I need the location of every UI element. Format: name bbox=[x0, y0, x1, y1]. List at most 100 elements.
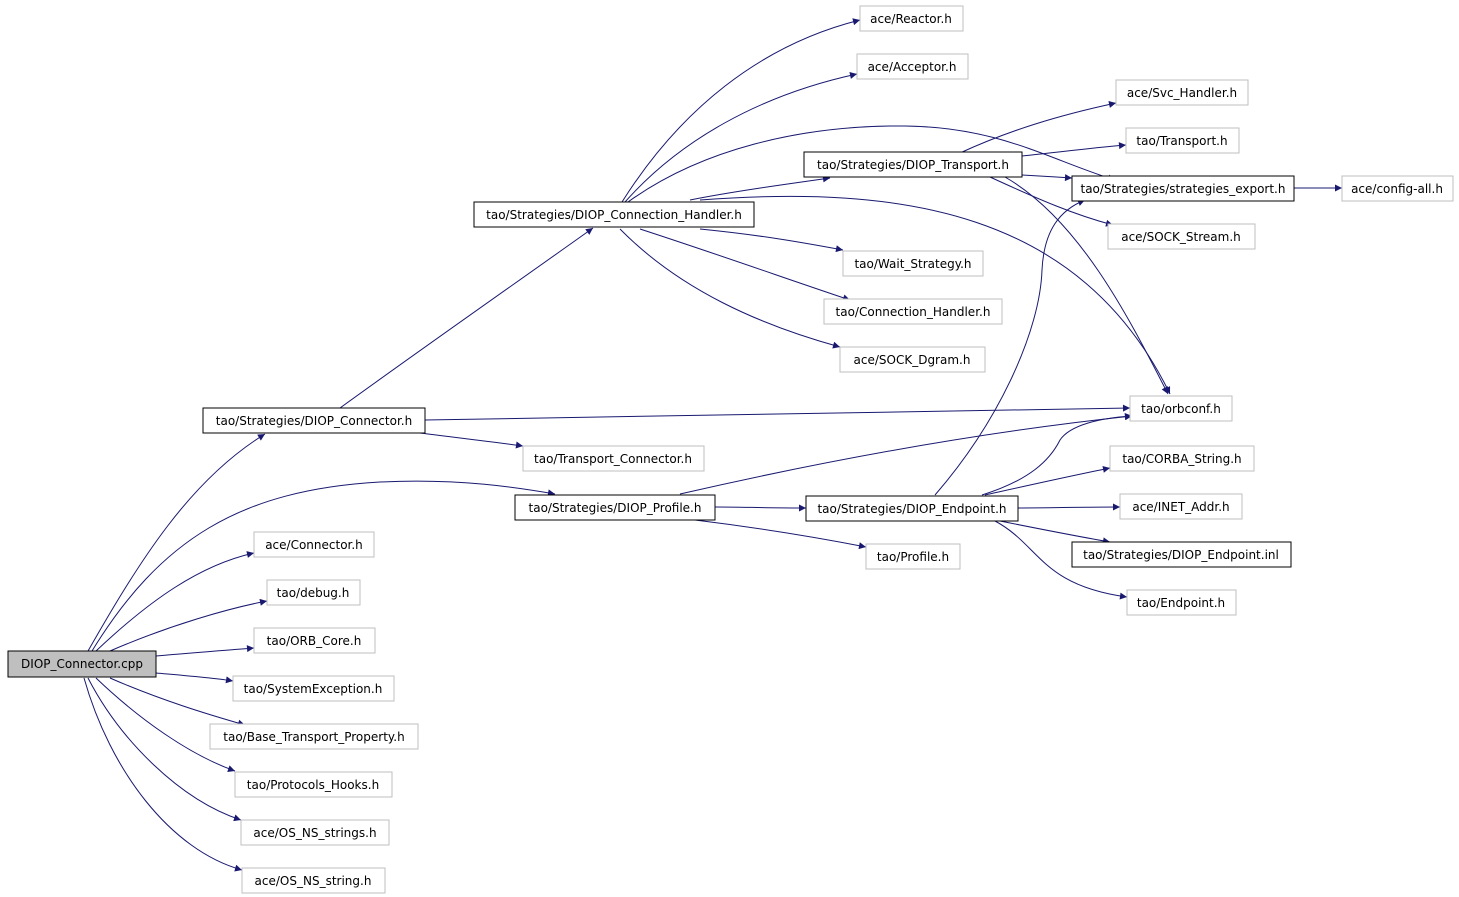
edge-root-to-os-ns-strings-h bbox=[87, 677, 242, 822]
node-strategies-export-h[interactable]: tao/Strategies/strategies_export.h bbox=[1071, 175, 1295, 202]
edge-diop-endpoint-to-inet-addr-h bbox=[1017, 503, 1121, 511]
node-sock-dgram-h[interactable]: ace/SOCK_Dgram.h bbox=[839, 346, 986, 373]
node-system-exception-h[interactable]: tao/SystemException.h bbox=[232, 675, 395, 702]
edge-handler-to-sock-dgram-h bbox=[619, 228, 841, 349]
edge-root-to-diop-profile-h bbox=[91, 480, 556, 652]
node-label: DIOP_Connector.cpp bbox=[21, 657, 143, 671]
node-inet-addr-h[interactable]: ace/INET_Addr.h bbox=[1119, 493, 1243, 520]
node-label: tao/Protocols_Hooks.h bbox=[247, 778, 379, 792]
node-label: tao/Wait_Strategy.h bbox=[854, 257, 971, 271]
edge-diop-endpoint-to-diop-endpoint-inl bbox=[999, 520, 1111, 545]
node-label: tao/Strategies/DIOP_Connector.h bbox=[216, 414, 412, 428]
edge-handler-to-connection-handler-h bbox=[639, 228, 851, 302]
node-diop-transport-h[interactable]: tao/Strategies/DIOP_Transport.h bbox=[803, 151, 1023, 178]
node-label: tao/CORBA_String.h bbox=[1122, 452, 1241, 466]
edge-root-to-connector-h bbox=[95, 551, 255, 652]
node-label: ace/SOCK_Dgram.h bbox=[854, 353, 971, 367]
edge-root-to-protocols-hooks-h bbox=[95, 677, 236, 772]
node-label: ace/INET_Addr.h bbox=[1132, 500, 1229, 514]
node-config-all-h[interactable]: ace/config-all.h bbox=[1341, 175, 1454, 202]
edge-diop-transport-to-orbconf-h bbox=[1004, 176, 1169, 395]
edge-handler-to-orbconf-h bbox=[699, 195, 1171, 395]
edge-handler-to-diop-transport-h bbox=[689, 175, 831, 201]
node-label: tao/Strategies/DIOP_Endpoint.inl bbox=[1083, 548, 1279, 562]
node-label: tao/Strategies/strategies_export.h bbox=[1081, 182, 1286, 196]
node-label: tao/Endpoint.h bbox=[1137, 596, 1225, 610]
node-label: tao/ORB_Core.h bbox=[267, 634, 362, 648]
node-label: tao/Strategies/DIOP_Profile.h bbox=[529, 501, 702, 515]
node-label: tao/Transport.h bbox=[1136, 134, 1227, 148]
node-label: tao/Strategies/DIOP_Transport.h bbox=[817, 158, 1009, 172]
node-label: ace/OS_NS_string.h bbox=[255, 874, 372, 888]
node-reactor-h[interactable]: ace/Reactor.h bbox=[859, 5, 964, 32]
edge-diop-endpoint-to-strategies-export-h bbox=[934, 199, 1086, 496]
node-os-ns-strings-h[interactable]: ace/OS_NS_strings.h bbox=[240, 819, 390, 846]
node-acceptor-h[interactable]: ace/Acceptor.h bbox=[856, 53, 969, 80]
node-label: ace/SOCK_Stream.h bbox=[1121, 230, 1241, 244]
node-diop-connector-cpp[interactable]: DIOP_Connector.cpp bbox=[7, 650, 157, 678]
edge-root-to-debug-h bbox=[109, 598, 268, 652]
edge-root-to-os-ns-string-h bbox=[83, 677, 243, 872]
edge-diop-transport-to-sock-stream-h bbox=[989, 176, 1114, 227]
edge-handler-to-strategies-export-h bbox=[627, 125, 1116, 203]
edge-diop-transport-to-svc-handler-h bbox=[959, 101, 1117, 154]
node-label: tao/Strategies/DIOP_Connection_Handler.h bbox=[486, 208, 742, 222]
node-label: tao/debug.h bbox=[277, 586, 350, 600]
node-corba-string-h[interactable]: tao/CORBA_String.h bbox=[1109, 445, 1255, 472]
edge-diop-transport-to-strategies-export-h bbox=[1021, 174, 1073, 182]
edge-diop-endpoint-to-endpoint-h bbox=[994, 520, 1128, 600]
node-label: ace/config-all.h bbox=[1351, 182, 1443, 196]
edge-diop-profile-to-profile-h bbox=[694, 519, 867, 550]
edge-root-to-system-exception-h bbox=[155, 672, 234, 684]
edge-diop-connector-h-to-orbconf-h bbox=[424, 404, 1131, 421]
node-os-ns-string-h[interactable]: ace/OS_NS_string.h bbox=[241, 867, 386, 894]
edge-root-to-diop-connector-h bbox=[87, 433, 266, 652]
node-label: tao/Connection_Handler.h bbox=[836, 305, 991, 319]
edge-diop-profile-to-orbconf-h bbox=[679, 413, 1133, 495]
node-connection-handler-h[interactable]: tao/Connection_Handler.h bbox=[823, 298, 1003, 325]
edge-diop-connector-h-to-transport-connector-h bbox=[419, 432, 524, 449]
node-orbconf-h[interactable]: tao/orbconf.h bbox=[1129, 395, 1233, 422]
node-orb-core-h[interactable]: tao/ORB_Core.h bbox=[253, 627, 376, 654]
edge-diop-endpoint-to-corba-string-h bbox=[984, 465, 1111, 496]
node-label: tao/SystemException.h bbox=[244, 682, 383, 696]
node-label: tao/Strategies/DIOP_Endpoint.h bbox=[817, 502, 1006, 516]
edge-root-to-orb-core-h bbox=[155, 645, 255, 657]
node-wait-strategy-h[interactable]: tao/Wait_Strategy.h bbox=[842, 250, 984, 277]
node-label: ace/Acceptor.h bbox=[868, 60, 957, 74]
node-label: tao/Profile.h bbox=[877, 550, 949, 564]
node-protocols-hooks-h[interactable]: tao/Protocols_Hooks.h bbox=[234, 771, 393, 798]
edge-diop-connector-h-to-diop-connection-handler-h bbox=[339, 227, 594, 409]
node-label: tao/Transport_Connector.h bbox=[534, 452, 692, 466]
edge-handler-to-acceptor-h bbox=[624, 72, 858, 203]
node-debug-h[interactable]: tao/debug.h bbox=[266, 579, 361, 606]
edges bbox=[83, 18, 1342, 872]
node-label: tao/Base_Transport_Property.h bbox=[223, 730, 404, 744]
node-sock-stream-h[interactable]: ace/SOCK_Stream.h bbox=[1107, 223, 1256, 250]
nodes: DIOP_Connector.cpp tao/Strategies/DIOP_C… bbox=[7, 5, 1454, 894]
node-label: ace/Connector.h bbox=[265, 538, 363, 552]
node-label: ace/Svc_Handler.h bbox=[1127, 86, 1237, 100]
node-transport-h[interactable]: tao/Transport.h bbox=[1125, 127, 1240, 154]
node-diop-connector-h[interactable]: tao/Strategies/DIOP_Connector.h bbox=[202, 407, 426, 434]
node-transport-connector-h[interactable]: tao/Transport_Connector.h bbox=[522, 445, 705, 472]
node-label: tao/orbconf.h bbox=[1141, 402, 1221, 416]
node-diop-endpoint-inl[interactable]: tao/Strategies/DIOP_Endpoint.inl bbox=[1071, 541, 1292, 568]
edge-handler-to-reactor-h bbox=[621, 18, 861, 203]
node-endpoint-h[interactable]: tao/Endpoint.h bbox=[1126, 589, 1237, 616]
node-label: ace/Reactor.h bbox=[870, 12, 952, 26]
node-svc-handler-h[interactable]: ace/Svc_Handler.h bbox=[1115, 79, 1249, 106]
edge-root-to-base-transport-property-h bbox=[109, 677, 246, 727]
edge-diop-profile-to-diop-endpoint-h bbox=[714, 504, 807, 512]
node-diop-endpoint-h[interactable]: tao/Strategies/DIOP_Endpoint.h bbox=[805, 495, 1019, 522]
node-diop-connection-handler-h[interactable]: tao/Strategies/DIOP_Connection_Handler.h bbox=[473, 201, 755, 228]
edge-handler-to-wait-strategy-h bbox=[699, 228, 844, 253]
node-label: ace/OS_NS_strings.h bbox=[253, 826, 376, 840]
node-base-transport-property-h[interactable]: tao/Base_Transport_Property.h bbox=[209, 723, 419, 750]
node-connector-h[interactable]: ace/Connector.h bbox=[253, 531, 375, 558]
node-diop-profile-h[interactable]: tao/Strategies/DIOP_Profile.h bbox=[514, 494, 716, 521]
edge-diop-endpoint-to-orbconf-h bbox=[981, 412, 1133, 496]
edge-diop-transport-to-transport-h bbox=[1021, 142, 1127, 157]
node-profile-h[interactable]: tao/Profile.h bbox=[865, 543, 961, 570]
